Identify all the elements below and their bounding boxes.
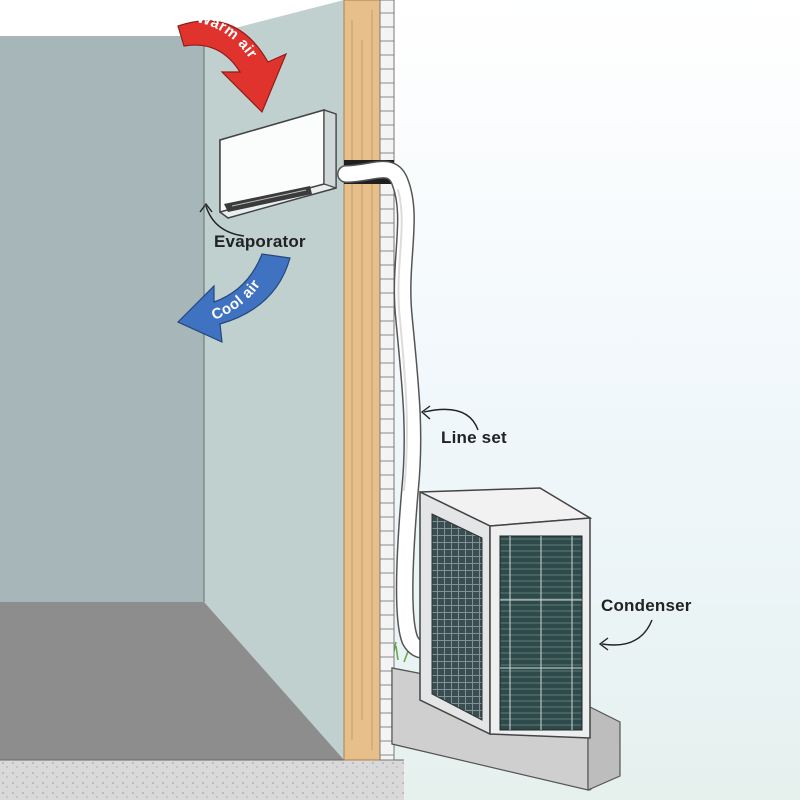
condenser-label: Condenser <box>601 596 692 616</box>
exterior-siding <box>380 0 394 760</box>
evaporator-label: Evaporator <box>214 232 306 252</box>
condenser-unit <box>420 488 590 738</box>
line-set-label: Line set <box>441 428 507 448</box>
interior-side-wall <box>0 36 204 602</box>
